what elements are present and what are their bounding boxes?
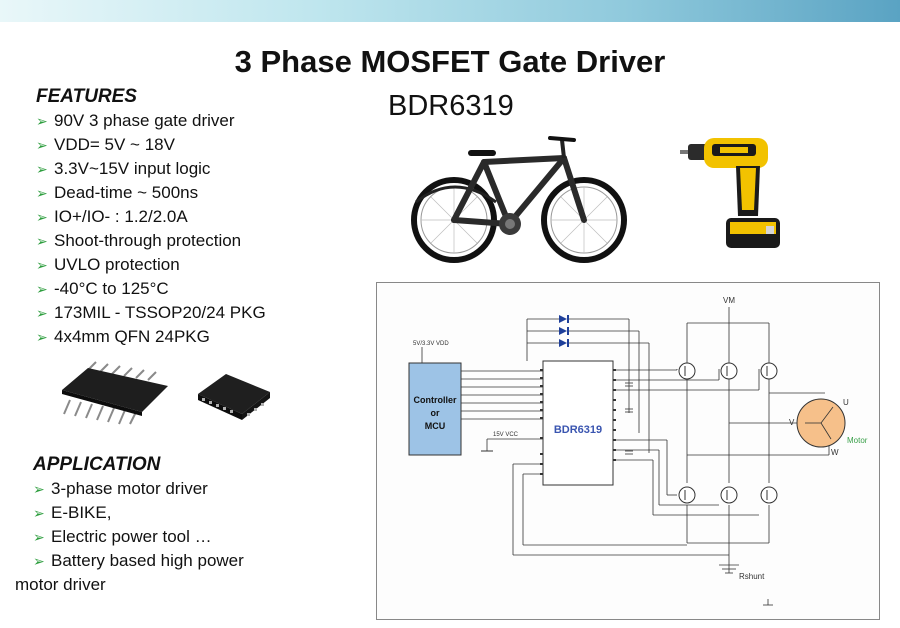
feature-item: ➢90V 3 phase gate driver — [36, 109, 266, 133]
features-heading: FEATURES — [36, 86, 137, 107]
application-item: ➢Battery based high power motor driver — [15, 551, 244, 594]
feature-item: ➢UVLO protection — [36, 253, 266, 277]
controller-block — [408, 362, 462, 456]
controller-mcu-label: MCU — [425, 421, 446, 431]
bullet-arrow-icon: ➢ — [33, 553, 45, 569]
bullet-arrow-icon: ➢ — [36, 161, 48, 177]
application-item: ➢3-phase motor driver — [33, 477, 244, 501]
bdr6319-chip — [542, 360, 614, 486]
controller-label: Controller — [413, 395, 456, 405]
bullet-arrow-icon: ➢ — [33, 529, 45, 545]
application-schematic: 5V/3.3V VDD Controller or MCU 15V VCC BD… — [376, 282, 880, 620]
feature-item: ➢Shoot-through protection — [36, 229, 266, 253]
rshunt-label: Rshunt — [739, 572, 765, 581]
feature-item: ➢VDD= 5V ~ 18V — [36, 133, 266, 157]
bullet-arrow-icon: ➢ — [33, 481, 45, 497]
application-item: ➢Electric power tool … — [33, 525, 244, 549]
feature-item: ➢173MIL - TSSOP20/24 PKG — [36, 301, 266, 325]
feature-item: ➢3.3V~15V input logic — [36, 157, 266, 181]
bullet-arrow-icon: ➢ — [36, 185, 48, 201]
feature-item: ➢IO+/IO- : 1.2/2.0A — [36, 205, 266, 229]
phase-w-label: W — [831, 448, 839, 457]
header-gradient-bar — [0, 0, 900, 22]
vdd-label: 5V/3.3V VDD — [413, 341, 449, 347]
application-heading: APPLICATION — [33, 454, 161, 475]
slide-title: 3 Phase MOSFET Gate Driver — [234, 44, 666, 79]
application-list: ➢3-phase motor driver ➢E-BIKE, ➢Electric… — [15, 477, 244, 597]
feature-item: ➢-40°C to 125°C — [36, 277, 266, 301]
schematic-diagram: 5V/3.3V VDD Controller or MCU 15V VCC BD… — [408, 296, 868, 606]
vcc-label: 15V VCC — [493, 432, 519, 438]
bullet-arrow-icon: ➢ — [36, 137, 48, 153]
phase-u-label: U — [843, 398, 849, 407]
bootstrap-diode-icon — [559, 315, 569, 347]
feature-item: ➢4x4mm QFN 24PKG — [36, 325, 266, 349]
bullet-arrow-icon: ➢ — [36, 209, 48, 225]
controller-or-label: or — [431, 408, 440, 418]
ebike-image — [411, 136, 627, 263]
application-item: ➢E-BIKE, — [33, 501, 244, 525]
bullet-arrow-icon: ➢ — [36, 113, 48, 129]
chip-label: BDR6319 — [554, 424, 602, 436]
power-drill-image — [680, 138, 780, 248]
slide-subtitle: BDR6319 — [388, 90, 514, 122]
features-list: ➢90V 3 phase gate driver ➢VDD= 5V ~ 18V … — [36, 109, 266, 349]
phase-v-label: V — [789, 418, 795, 427]
feature-item: ➢Dead-time ~ 500ns — [36, 181, 266, 205]
bullet-arrow-icon: ➢ — [36, 257, 48, 273]
mosfet-icon — [678, 362, 778, 504]
qfn-package-image — [198, 374, 270, 420]
bullet-arrow-icon: ➢ — [36, 305, 48, 321]
bullet-arrow-icon: ➢ — [33, 505, 45, 521]
motor-label: Motor — [847, 436, 868, 445]
bullet-arrow-icon: ➢ — [36, 233, 48, 249]
tssop-package-image — [62, 361, 168, 425]
vm-label: VM — [723, 296, 735, 305]
bullet-arrow-icon: ➢ — [36, 329, 48, 345]
bullet-arrow-icon: ➢ — [36, 281, 48, 297]
